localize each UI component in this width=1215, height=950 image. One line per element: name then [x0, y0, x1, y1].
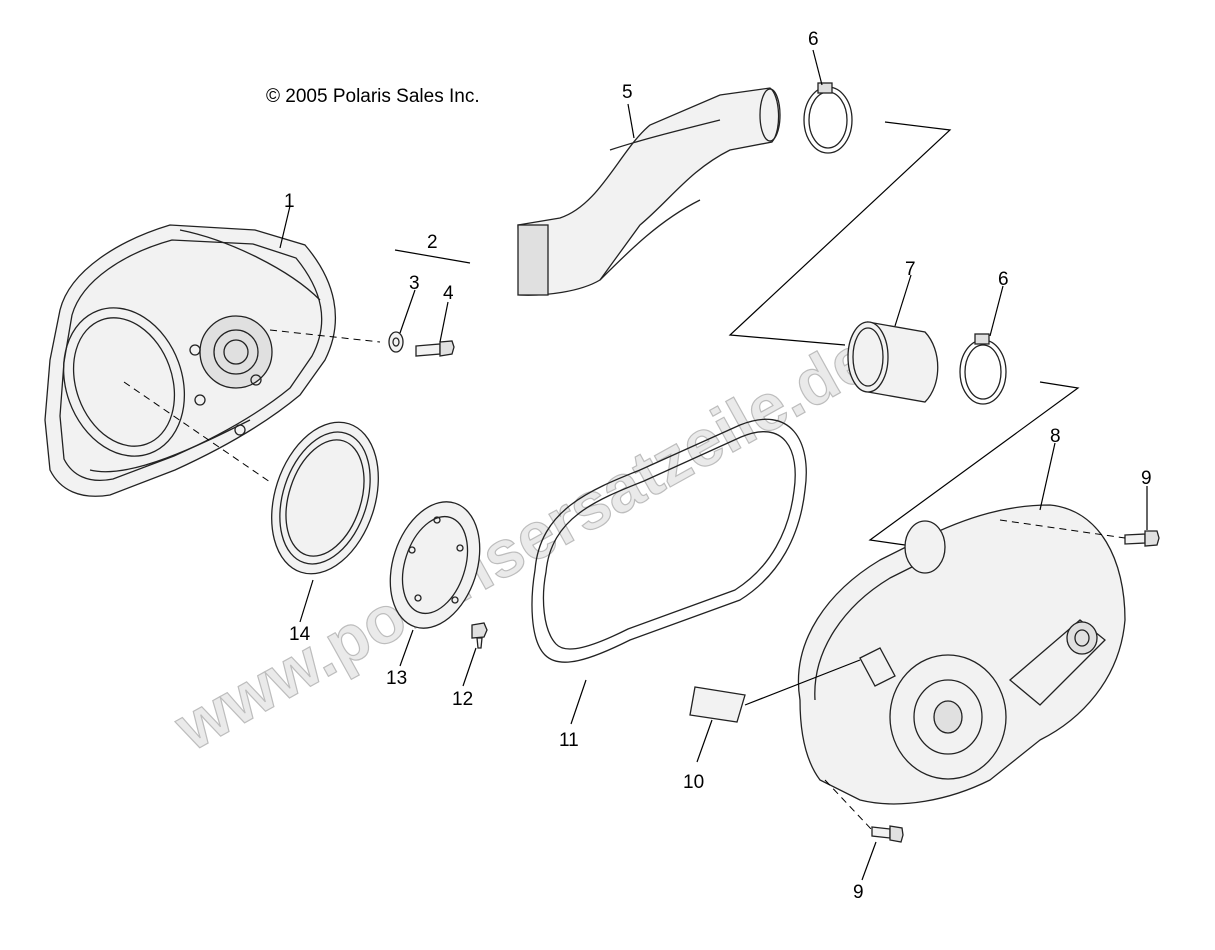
callout-3: 3	[409, 273, 420, 294]
part-9-screw-upper	[999, 519, 1160, 547]
callout-11: 11	[559, 730, 579, 751]
part-8-outer-cover	[797, 504, 1126, 805]
callout-2: 2	[427, 232, 438, 253]
callout-5: 5	[622, 82, 633, 103]
callout-labels: 1 2 3 4 5 6 6 7 8 9 9 10 11 12 13 14	[284, 29, 1152, 903]
part-6-hose-clamp-upper	[803, 82, 853, 154]
copyright-notice: © 2005 Polaris Sales Inc.	[266, 86, 480, 107]
callout-10: 10	[683, 772, 704, 793]
part-14-seal	[271, 421, 379, 575]
part-10-decal	[689, 659, 861, 723]
callout-9-upper: 9	[1141, 468, 1152, 489]
part-12-screw	[471, 622, 488, 649]
part-3-washer	[388, 331, 404, 353]
callout-8: 8	[1050, 426, 1061, 447]
part-7-coupler-tube	[847, 321, 939, 403]
part-6-hose-clamp-lower	[959, 333, 1007, 405]
callout-4: 4	[443, 283, 454, 304]
callout-12: 12	[452, 689, 473, 710]
leader-lines	[279, 49, 1148, 881]
phantom-line-upper	[728, 121, 952, 346]
callout-13: 13	[386, 668, 407, 689]
callout-6-upper: 6	[808, 29, 819, 50]
part-5-intake-duct	[517, 87, 781, 296]
part-9-screw-lower	[824, 779, 904, 843]
callout-9-lower: 9	[853, 882, 864, 903]
callout-7: 7	[905, 259, 916, 280]
callout-6-lower: 6	[998, 269, 1009, 290]
part-2-bracket-line	[394, 249, 471, 264]
part-1-inner-cover	[44, 224, 381, 497]
part-13-retainer-plate	[389, 501, 481, 629]
callout-14: 14	[289, 624, 311, 645]
phantom-line-lower	[868, 381, 1080, 546]
part-11-drive-belt	[531, 418, 807, 663]
callout-1: 1	[284, 191, 295, 212]
part-4-bolt	[415, 340, 455, 357]
